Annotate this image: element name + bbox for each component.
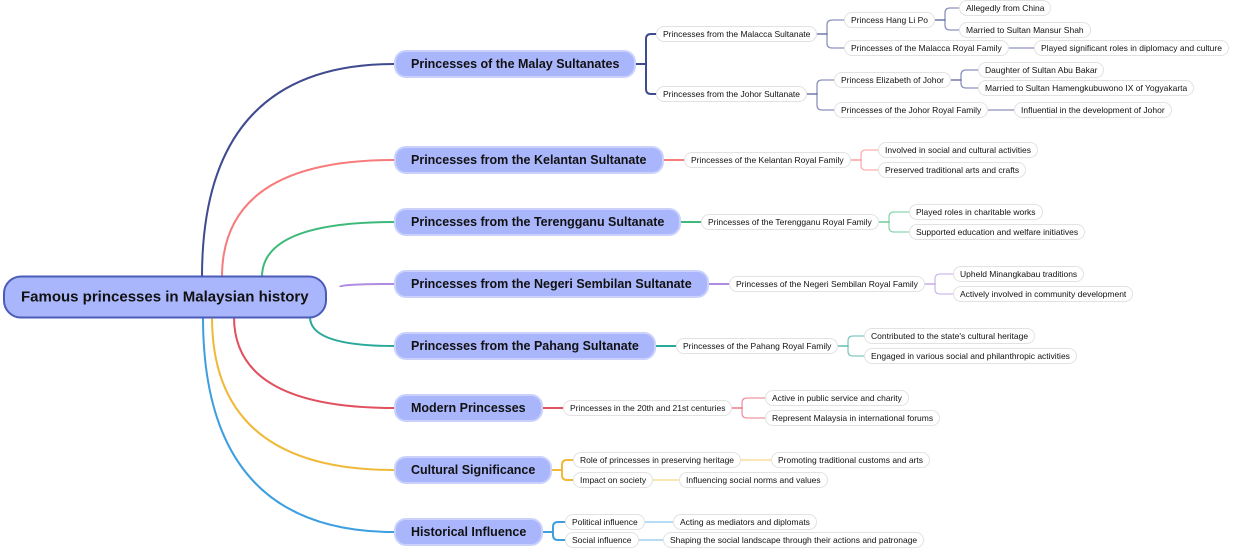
branch-node[interactable]: Cultural Significance	[394, 456, 553, 484]
branch-node[interactable]: Princesses from the Pahang Sultanate	[394, 332, 656, 360]
branch-node[interactable]: Historical Influence	[394, 518, 544, 546]
subtopic-node[interactable]: Allegedly from China	[959, 0, 1052, 16]
topic-node[interactable]: Princesses in the 20th and 21st centurie…	[563, 400, 733, 416]
connector-line	[309, 316, 395, 347]
connector-line	[807, 93, 834, 111]
topic-node[interactable]: Princesses of the Terengganu Royal Famil…	[701, 214, 879, 230]
topic-node[interactable]: Princesses of the Kelantan Royal Family	[684, 152, 851, 168]
topic-node[interactable]: Princesses from the Johor Sultanate	[656, 86, 808, 102]
topic-node[interactable]: Princesses of the Negeri Sembilan Royal …	[729, 276, 925, 292]
topic-node[interactable]: Political influence	[565, 514, 645, 530]
subtopic-node[interactable]: Princess Elizabeth of Johor	[834, 72, 951, 88]
subtopic-node[interactable]: Preserved traditional arts and crafts	[878, 162, 1027, 178]
connector-line	[543, 531, 565, 541]
connector-line	[201, 63, 395, 278]
connector-line	[817, 33, 844, 49]
connector-line	[951, 79, 978, 89]
connector-line	[211, 316, 395, 471]
branch-node[interactable]: Princesses from the Negeri Sembilan Sult…	[394, 270, 709, 298]
subtopic-node[interactable]: Influential in the development of Johor	[1014, 102, 1172, 118]
subtopic-node[interactable]: Daughter of Sultan Abu Bakar	[978, 62, 1105, 78]
topic-node[interactable]: Princesses from the Malacca Sultanate	[656, 26, 818, 42]
subtopic-node[interactable]: Supported education and welfare initiati…	[909, 224, 1086, 240]
connector-line	[838, 335, 864, 347]
connector-line	[851, 149, 878, 161]
subtopic-node[interactable]: Married to Sultan Hamengkubuwono IX of Y…	[978, 80, 1195, 96]
topic-node[interactable]: Impact on society	[573, 472, 654, 488]
connector-line	[636, 33, 656, 65]
connector-line	[261, 221, 395, 278]
subtopic-node[interactable]: Active in public service and charity	[765, 390, 909, 406]
subtopic-node[interactable]: Princesses of the Malacca Royal Family	[844, 40, 1009, 56]
subtopic-node[interactable]: Upheld Minangkabau traditions	[953, 266, 1085, 282]
connector-line	[935, 19, 959, 31]
branch-node[interactable]: Princesses from the Terengganu Sultanate	[394, 208, 682, 236]
connector-line	[221, 159, 395, 278]
connector-line	[925, 283, 953, 295]
subtopic-node[interactable]: Acting as mediators and diplomats	[673, 514, 817, 530]
subtopic-node[interactable]: Married to Sultan Mansur Shah	[959, 22, 1091, 38]
topic-node[interactable]: Social influence	[565, 532, 639, 548]
subtopic-node[interactable]: Contributed to the state's cultural heri…	[864, 328, 1036, 344]
branch-node[interactable]: Princesses from the Kelantan Sultanate	[394, 146, 664, 174]
connector-line	[817, 19, 844, 35]
connector-line	[807, 79, 834, 95]
subtopic-node[interactable]: Princesses of the Johor Royal Family	[834, 102, 989, 118]
subtopic-node[interactable]: Represent Malaysia in international foru…	[765, 410, 941, 426]
connector-line	[838, 345, 864, 357]
connector-line	[552, 469, 573, 481]
topic-node[interactable]: Role of princesses in preserving heritag…	[573, 452, 742, 468]
subtopic-node[interactable]: Involved in social and cultural activiti…	[878, 142, 1038, 158]
branch-node[interactable]: Modern Princesses	[394, 394, 543, 422]
connector-line	[732, 407, 765, 419]
subtopic-node[interactable]: Engaged in various social and philanthro…	[864, 348, 1077, 364]
subtopic-node[interactable]: Played roles in charitable works	[909, 204, 1043, 220]
connector-line	[339, 283, 395, 288]
connector-line	[879, 211, 909, 223]
subtopic-node[interactable]: Shaping the social landscape through the…	[663, 532, 925, 548]
branch-node[interactable]: Princesses of the Malay Sultanates	[394, 50, 637, 78]
subtopic-node[interactable]: Influencing social norms and values	[679, 472, 828, 488]
connector-line	[233, 316, 395, 409]
topic-node[interactable]: Princesses of the Pahang Royal Family	[676, 338, 839, 354]
subtopic-node[interactable]: Actively involved in community developme…	[953, 286, 1134, 302]
connector-line	[552, 459, 573, 471]
connector-line	[851, 159, 878, 171]
connector-line	[732, 397, 765, 409]
connector-line	[543, 521, 565, 533]
connector-line	[879, 221, 909, 233]
subtopic-node[interactable]: Played significant roles in diplomacy an…	[1034, 40, 1229, 56]
connector-line	[636, 63, 656, 95]
root-node[interactable]: Famous princesses in Malaysian history	[3, 275, 327, 319]
subtopic-node[interactable]: Princess Hang Li Po	[844, 12, 936, 28]
connector-line	[202, 316, 395, 533]
subtopic-node[interactable]: Promoting traditional customs and arts	[771, 452, 931, 468]
connector-line	[935, 7, 959, 21]
connector-line	[951, 69, 978, 81]
connector-line	[925, 273, 953, 285]
